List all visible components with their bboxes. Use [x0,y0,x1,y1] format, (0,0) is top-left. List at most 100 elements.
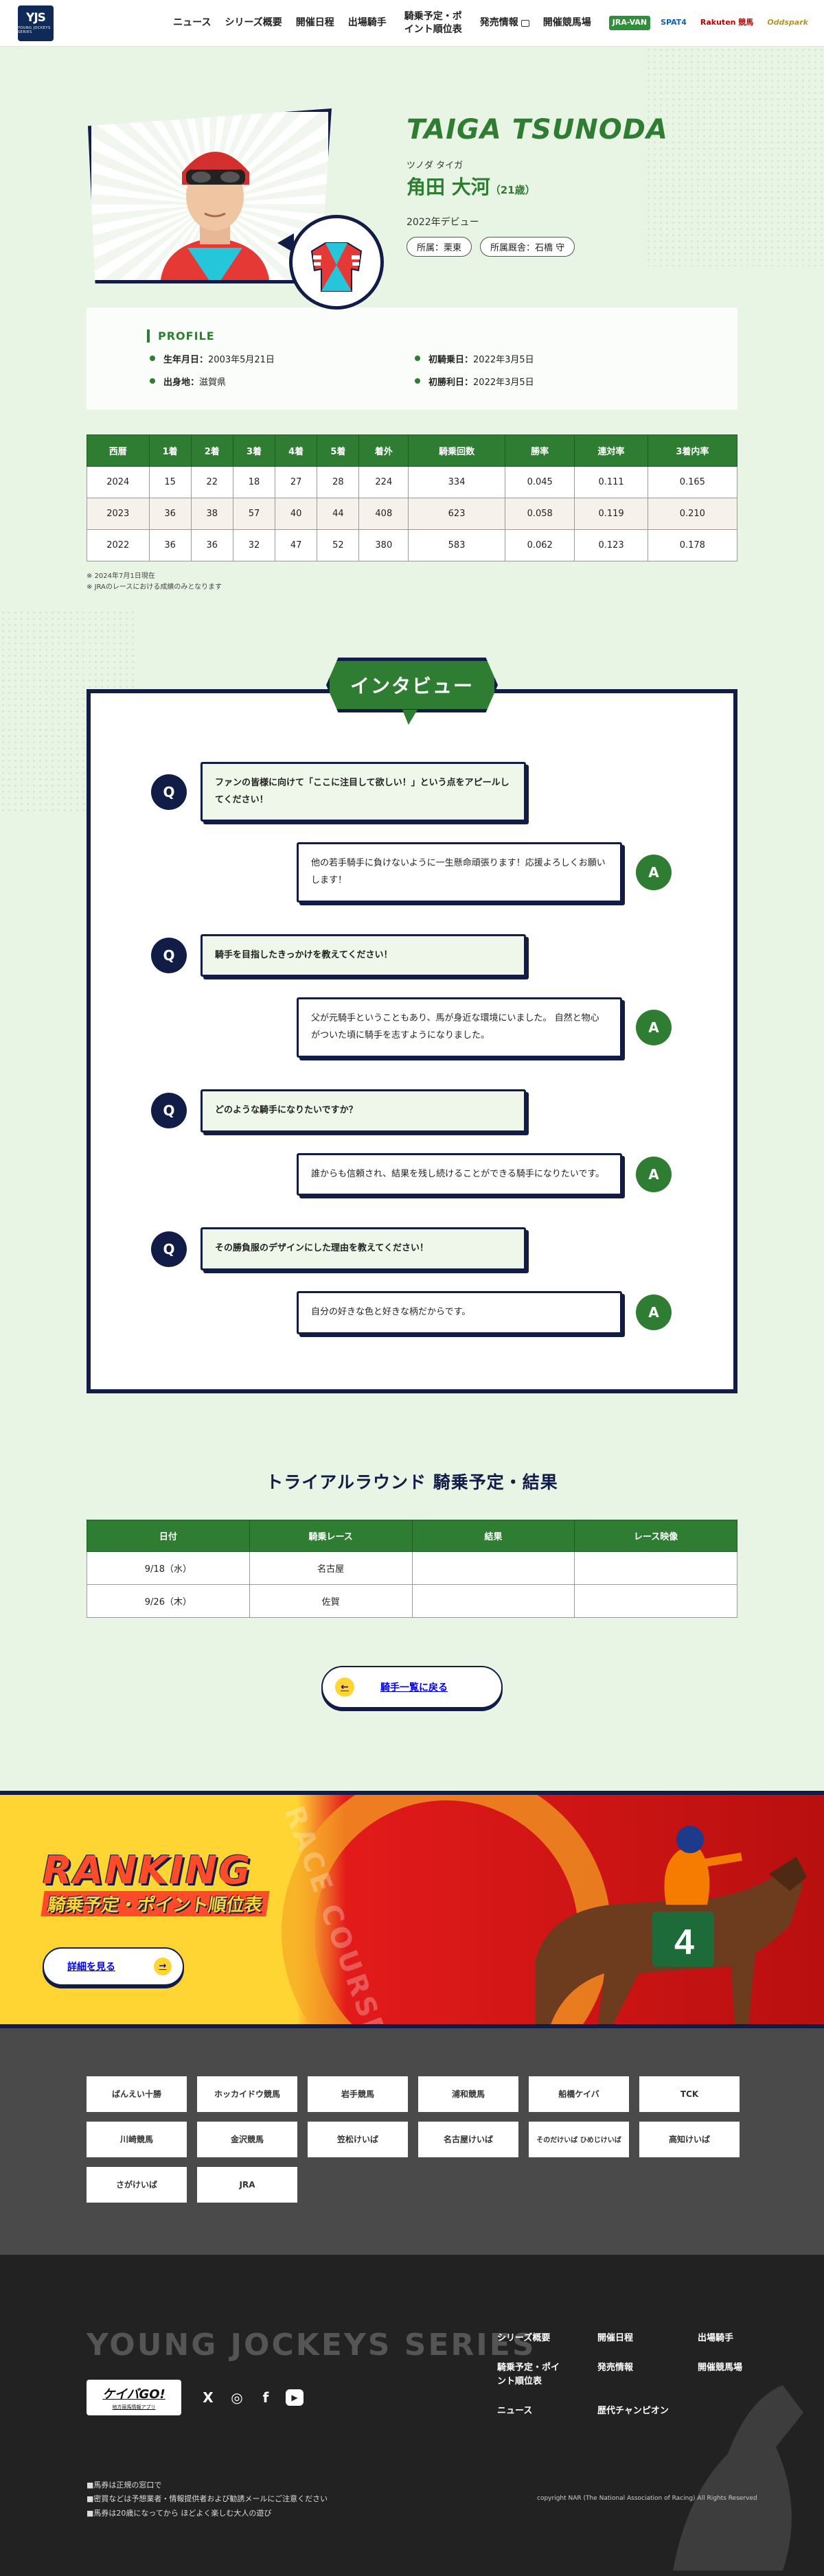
social-links: X ◎ f ▶ [199,2389,304,2406]
banner-sonoda-himeji[interactable]: そのだけいば ひめじけいば [529,2121,629,2157]
nav-ranking[interactable]: 騎乗予定・ポイント順位表 [404,11,462,35]
instagram-icon[interactable]: ◎ [231,2389,243,2406]
ranking-title: RANKING [43,1848,252,1893]
back-to-jockeys-button[interactable]: ← 騎手一覧に戻る [321,1665,503,1708]
answer-icon: A [636,855,672,891]
footer-title: YOUNG JOCKEYS SERIES [87,2327,536,2363]
banner-iwate[interactable]: 岩手競馬 [308,2076,408,2112]
racehorse-image: 4 [536,1825,807,2024]
answer-text: 誰からも信頼され、結果を残し続けることができる騎手になりたいです。 [297,1152,622,1196]
facebook-icon[interactable]: f [262,2389,269,2406]
banner-kanazawa[interactable]: 金沢競馬 [197,2121,297,2157]
ranking-subtitle: 騎乗予定・ポイント順位表 [41,1890,270,1916]
yjs-logo[interactable]: YJS YOUNG JOCKEYS SERIES [18,5,54,41]
banner-jra[interactable]: JRA [197,2166,297,2203]
trial-round-section: トライアルラウンド 騎乗予定・結果 日付騎乗レース結果レース映像 9/18（水）… [0,1393,824,1618]
banner-banei[interactable]: ばんえい十勝 [87,2076,187,2112]
question-text: 騎手を目指したきっかけを教えてください！ [201,933,526,977]
profile-item-first-ride: 初騎乗日：2022年3月5日 [412,352,677,365]
question-icon: Q [151,1231,187,1267]
x-icon[interactable]: X [203,2389,214,2406]
nav-news[interactable]: ニュース [173,17,211,29]
partner-logos: JRA-VAN SPAT4 Rakuten 競馬 Oddspark [608,16,812,30]
answer-text: 父が元騎手ということもあり、馬が身近な環境にいました。 自然と物心がついた頃に騎… [297,997,622,1058]
banner-tck[interactable]: TCK [639,2076,740,2112]
arrow-right-icon: → [154,1957,172,1975]
partner-jravan[interactable]: JRA-VAN [608,16,651,30]
profile-item-birthplace: 出身地：滋賀県 [147,375,412,388]
racing-silks-badge [277,215,384,310]
jockey-name-kana: ツノダ タイガ [407,161,464,171]
partner-oddspark[interactable]: Oddspark [767,18,808,27]
footer-nav: シリーズ概要 開催日程 出場騎手 騎乗予定・ポイント順位表 発売情報 開催競馬場… [497,2332,780,2418]
footer-nav-news[interactable]: ニュース [497,2406,533,2417]
banner-saga[interactable]: さがけいば [87,2166,187,2203]
footer-nav-ranking[interactable]: 騎乗予定・ポイント順位表 [497,2363,560,2387]
dot-pattern [645,47,824,266]
badge-tail [402,710,417,725]
ranking-banner[interactable]: RACE COURSE RANKING 騎乗予定・ポイント順位表 詳細を見る →… [0,1790,824,2028]
footer-notes: ■馬券は正規の窓口で ■密買などは予想業者・情報提供者および勧誘メールにご注意く… [87,2480,328,2518]
footer-nav-jockeys[interactable]: 出場騎手 [698,2332,734,2343]
trainer-tag: 所属厩舎：石橋 守 [480,237,575,257]
horse-silhouette [673,2384,803,2571]
site-header: YJS YOUNG JOCKEYS SERIES ニュース シリーズ概要 開催日… [0,0,824,47]
nav-sales[interactable]: 発売情報 [480,16,529,29]
nav-jockeys[interactable]: 出場騎手 [347,17,387,29]
question-text: どのような騎手になりたいですか？ [201,1089,526,1133]
copyright: copyright NAR (The National Association … [537,2494,757,2502]
footer-nav-champions[interactable]: 歴代チャンピオン [597,2406,669,2417]
qa-item: Q ファンの皆様に向けて「ここに注目して欲しい！」という点をアピールしてください！… [91,762,733,903]
profile-item-first-win: 初勝利日：2022年3月5日 [412,375,677,388]
jockey-profile-section: TAIGA TSUNODA ツノダ タイガ 角田 大河（21歳） 2022年デビ… [0,47,824,1791]
racecourse-banners: ばんえい十勝 ホッカイドウ競馬 岩手競馬 浦和競馬 船橋ケイバ TCK 川崎競馬… [0,2028,824,2255]
interview-section: インタビュー Q ファンの皆様に向けて「ここに注目して欲しい！」という点をアピール… [87,658,737,1393]
banner-kawasaki[interactable]: 川崎競馬 [87,2121,187,2157]
svg-text:4: 4 [674,1923,694,1962]
nav-series-overview[interactable]: シリーズ概要 [225,17,282,29]
question-icon: Q [151,774,187,810]
footer-nav-sales[interactable]: 発売情報 [597,2363,634,2374]
trial-round-table: 日付騎乗レース結果レース映像 9/18（水）名古屋 9/26（木）佐賀 [87,1519,737,1618]
profile-header: TAIGA TSUNODA ツノダ タイガ 角田 大河（21歳） 2022年デビ… [87,102,737,310]
answer-text: 自分の好きな色と好きな柄だからです。 [297,1290,622,1334]
external-link-icon [520,19,529,27]
nav-racecourses[interactable]: 開催競馬場 [542,17,591,29]
question-text: ファンの皆様に向けて「ここに注目して欲しい！」という点をアピールしてください！ [201,762,526,822]
ranking-detail-button[interactable]: 詳細を見る → [43,1947,184,1986]
footer-nav-series[interactable]: シリーズ概要 [497,2332,551,2343]
debut-year: 2022年デビュー [407,217,479,228]
question-icon: Q [151,938,187,974]
youtube-icon[interactable]: ▶ [286,2389,304,2406]
jockey-name-jp: 角田 大河（21歳） [407,176,536,198]
partner-rakuten[interactable]: Rakuten 競馬 [700,18,754,27]
answer-text: 他の若手騎手に負けないように一生懸命頑張ります！応援よろしくお願いします！ [297,842,622,903]
qa-item: Q 騎手を目指したきっかけを教えてください！ 父が元騎手ということもあり、馬が身近… [91,933,733,1058]
trial-header-row: 日付騎乗レース結果レース映像 [87,1519,737,1552]
partner-spat4[interactable]: SPAT4 [661,18,687,27]
banner-kasamatsu[interactable]: 笠松けいば [308,2121,408,2157]
banner-nagoya[interactable]: 名古屋けいば [418,2121,518,2157]
banner-hokkaido[interactable]: ホッカイドウ競馬 [197,2076,297,2112]
interview-title: インタビュー [326,658,498,712]
keiba-go-app-link[interactable]: ケイバGO! 地方競馬情報アプリ [87,2379,181,2415]
banner-kochi[interactable]: 高知けいば [639,2121,740,2157]
nav-schedule[interactable]: 開催日程 [295,17,334,29]
footer-nav-racecourses[interactable]: 開催競馬場 [698,2363,743,2374]
banner-urawa[interactable]: 浦和競馬 [418,2076,518,2112]
banner-funabashi[interactable]: 船橋ケイバ [529,2076,629,2112]
table-row: 9/26（木）佐賀 [87,1583,737,1618]
main-nav: ニュース シリーズ概要 開催日程 出場騎手 騎乗予定・ポイント順位表 発売情報 … [173,10,812,35]
table-row: 9/18（水）名古屋 [87,1551,737,1585]
answer-icon: A [636,1156,672,1192]
jockey-name-block: TAIGA TSUNODA ツノダ タイガ 角田 大河（21歳） 2022年デビ… [407,114,668,257]
profile-heading: PROFILE [147,329,677,343]
footer-nav-schedule[interactable]: 開催日程 [597,2332,634,2343]
profile-item-birthdate: 生年月日：2003年5月21日 [147,352,412,365]
trial-round-title: トライアルラウンド 騎乗予定・結果 [266,1472,558,1492]
